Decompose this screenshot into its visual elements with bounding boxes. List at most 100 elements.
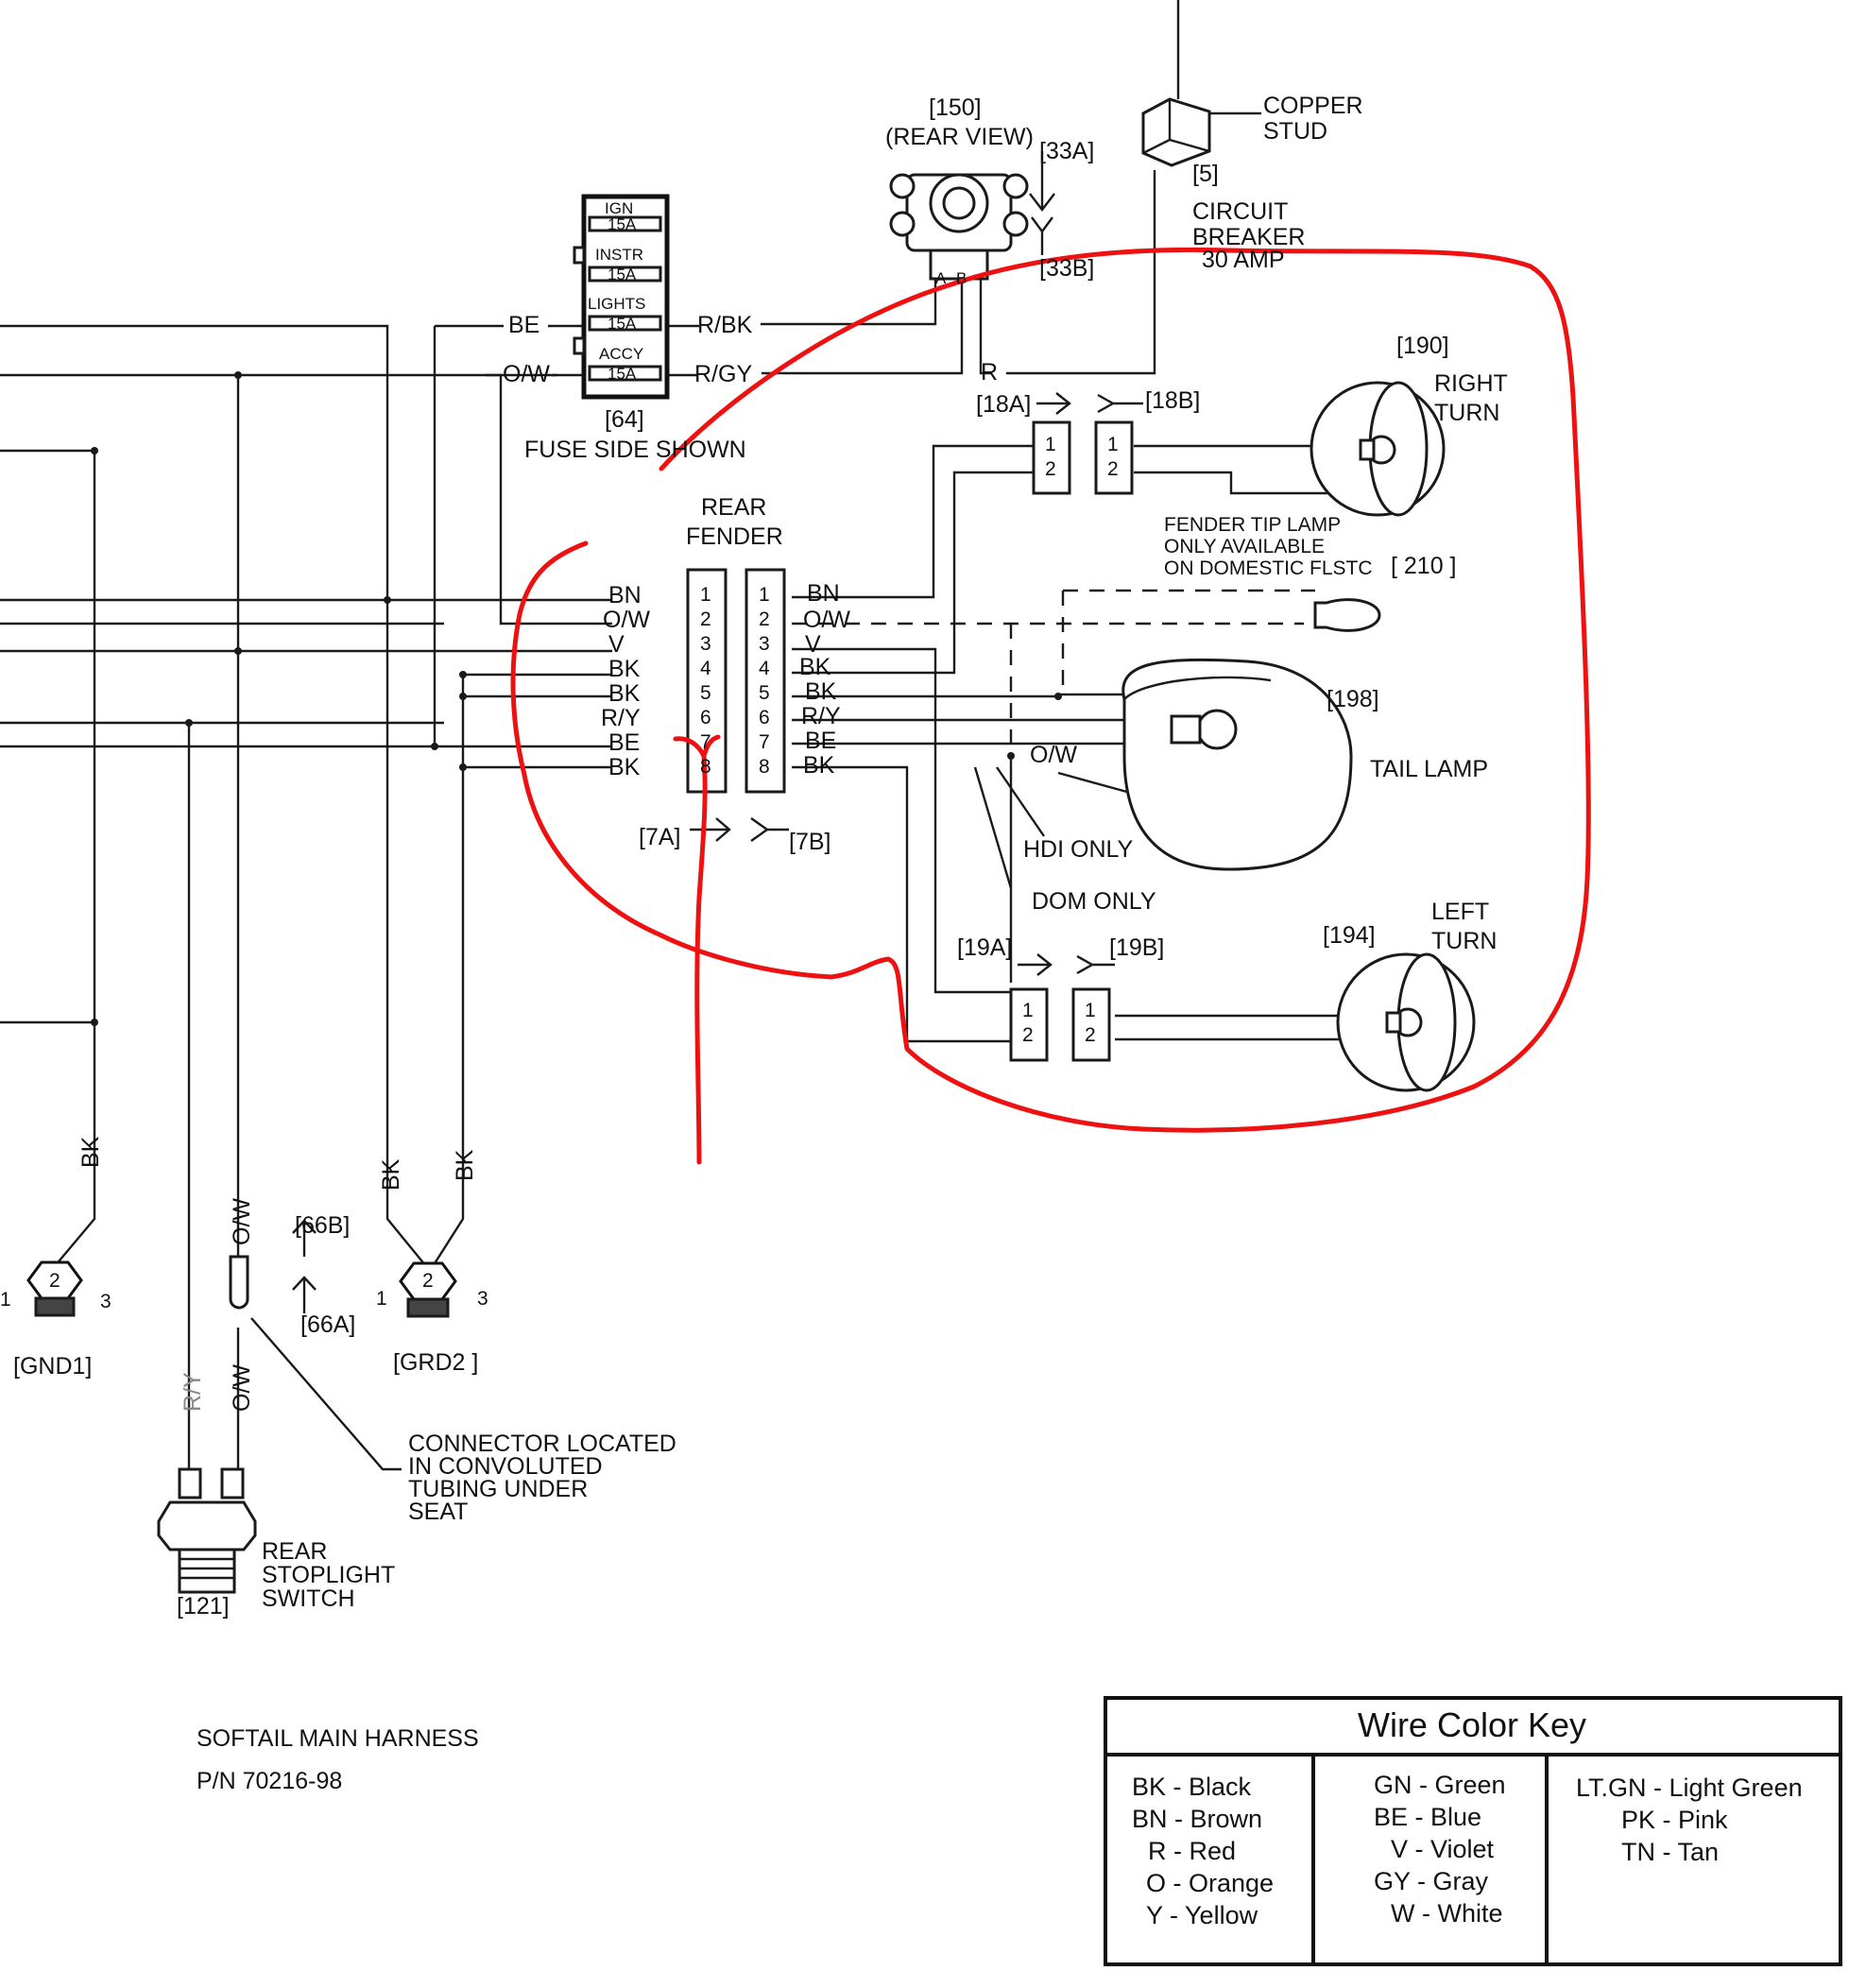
- fuse-labels: IGN 15A INSTR 15A LIGHTS 15A ACCY 15A [6…: [524, 199, 746, 463]
- ow-wire-lower: O/W: [229, 1364, 255, 1412]
- stoplight-switch-121: [157, 1467, 257, 1594]
- fuse-instr-name: INSTR: [595, 246, 643, 264]
- conn-7b: [7B]: [789, 829, 830, 855]
- c7-left-wire-4: BK: [608, 656, 641, 682]
- ground-gnd1: [26, 1260, 83, 1317]
- c7-left-wire-8: BK: [608, 754, 641, 780]
- key-col2-2: V - Violet: [1391, 1835, 1495, 1863]
- wire-key-title: Wire Color Key: [1358, 1705, 1586, 1744]
- tail-lamp-hdi: HDI ONLY: [1023, 836, 1134, 863]
- c7-left-pin-5: 5: [700, 682, 711, 704]
- conn-18a-pin2: 2: [1045, 458, 1056, 480]
- wire-be-label: BE: [508, 312, 539, 338]
- conn-66a: [66A]: [300, 1311, 355, 1338]
- conn-18a: [18A]: [976, 391, 1031, 418]
- c7-left-wire-3: V: [608, 631, 625, 658]
- fuse-wire-labels: BE O/W R/BK R/GY R: [503, 312, 998, 387]
- gnd1-wire-bk: BK: [77, 1136, 104, 1168]
- fender-tip-line2: ONLY AVAILABLE: [1164, 536, 1325, 557]
- key-col2-3: GY - Gray: [1374, 1867, 1489, 1895]
- right-turn-line2: TURN: [1434, 400, 1499, 426]
- fender-tip-lamp: [1313, 598, 1381, 632]
- copper-stud: [1141, 97, 1261, 167]
- key-col1-3: O - Orange: [1146, 1869, 1274, 1897]
- c7-right-wire-8: BK: [803, 752, 835, 779]
- tail-lamp-ow: O/W: [1030, 742, 1077, 768]
- c7-left-wire-5: BK: [608, 680, 641, 707]
- wire-rgy-label: R/GY: [694, 361, 752, 387]
- fuse-accy-rating: 15A: [608, 365, 637, 383]
- key-col3-0: LT.GN - Light Green: [1576, 1774, 1803, 1802]
- conn-19b-pin1: 1: [1085, 1000, 1096, 1021]
- grd2-id: [GRD2 ]: [393, 1349, 478, 1376]
- fuse-lights-rating: 15A: [608, 315, 637, 333]
- switch-term-b: B: [956, 269, 967, 287]
- c7-right-wire-7: BE: [805, 728, 836, 754]
- key-col2-0: GN - Green: [1374, 1771, 1506, 1799]
- stoplight-line3: SWITCH: [262, 1585, 355, 1612]
- c7-left-pin-6: 6: [700, 707, 711, 728]
- c7-left-pin-8: 8: [700, 756, 711, 778]
- tail-lamp: [1121, 658, 1353, 871]
- gnd1-id: [GND1]: [13, 1353, 92, 1380]
- left-turn-labels: [194] LEFT TURN [19A] [19B] 1 2 1 2: [957, 899, 1497, 1046]
- conn-19a: [19A]: [957, 934, 1012, 961]
- wire-rbk-label: R/BK: [697, 312, 753, 338]
- conn-18b: [18B]: [1145, 387, 1200, 414]
- grd2-p2: 2: [422, 1270, 434, 1292]
- c7-right-wire-2: O/W: [803, 607, 850, 633]
- connector-19: [1009, 987, 1111, 1062]
- fuse-ign-name: IGN: [605, 199, 633, 217]
- switch-150-note: (REAR VIEW): [885, 124, 1034, 150]
- wire-r-label: R: [981, 359, 998, 386]
- tail-lamp-id: [198]: [1327, 686, 1379, 712]
- note-line4: SEAT: [408, 1499, 468, 1525]
- conn-18b-pin2: 2: [1107, 458, 1119, 480]
- fuse-block-caption: FUSE SIDE SHOWN: [524, 437, 746, 463]
- ry-wire: R/Y: [180, 1372, 206, 1412]
- stoplight-labels: REAR STOPLIGHT SWITCH [121]: [177, 1538, 395, 1620]
- fuse-block-id: [64]: [605, 406, 644, 433]
- conn-19b-pin2: 2: [1085, 1024, 1096, 1046]
- grd2-p3: 3: [477, 1288, 488, 1310]
- c7-left-pin-4: 4: [700, 658, 711, 679]
- stoplight-line2: STOPLIGHT: [262, 1562, 395, 1588]
- c7-right-wire-4: BK: [799, 654, 831, 680]
- tail-lamp-labels: [198] TAIL LAMP O/W HDI ONLY DOM ONLY: [1023, 686, 1488, 915]
- c7-right-pin-5: 5: [759, 682, 770, 704]
- stoplight-line1: REAR: [262, 1538, 327, 1565]
- right-turn-id: [190]: [1396, 333, 1449, 359]
- key-col3-1: PK - Pink: [1621, 1806, 1728, 1834]
- harness-label: SOFTAIL MAIN HARNESS P/N 70216-98: [197, 1725, 479, 1794]
- c7-right-wire-1: BN: [807, 580, 840, 607]
- left-turn-line1: LEFT: [1431, 899, 1489, 925]
- ground-labels: 1 2 3 [GND1] 1 2 3 [GRD2 ]: [0, 1270, 488, 1380]
- copper-breaker-labels: COPPER STUD [5] CIRCUIT BREAKER 30 AMP: [1192, 93, 1363, 273]
- grd2-wire-bk-b: BK: [452, 1149, 478, 1181]
- note-line3: TUBING UNDER: [408, 1476, 588, 1502]
- fender-tip-line3: ON DOMESTIC FLSTC: [1164, 557, 1373, 579]
- fuse-ign-rating: 15A: [608, 215, 637, 233]
- key-col1-1: BN - Brown: [1132, 1805, 1262, 1833]
- junction-dots: [91, 371, 1062, 1026]
- c7-left-wire-6: R/Y: [601, 705, 641, 731]
- key-col1-4: Y - Yellow: [1146, 1901, 1258, 1929]
- harness-line2: P/N 70216-98: [197, 1768, 342, 1794]
- c7-left-pin-3: 3: [700, 633, 711, 655]
- left-turn-id: [194]: [1323, 922, 1376, 949]
- rear-fender-labels: REAR FENDER [7A] [7B]: [639, 494, 830, 855]
- c7-right-pin-7: 7: [759, 731, 770, 753]
- conn-18a-pin1: 1: [1045, 434, 1056, 455]
- c7-left-wire-7: BE: [608, 729, 640, 756]
- copper-stud-line1: COPPER: [1263, 93, 1363, 119]
- connector-note: CONNECTOR LOCATED IN CONVOLUTED TUBING U…: [408, 1431, 676, 1525]
- fender-tip-id: [ 210 ]: [1391, 553, 1457, 579]
- connector-66-labels: [66B] [66A]: [295, 1212, 355, 1338]
- fuse-accy-name: ACCY: [599, 345, 643, 363]
- right-turn-lamp: [1310, 381, 1446, 517]
- key-col2-4: W - White: [1391, 1899, 1503, 1928]
- c7-right-wire-3: V: [805, 631, 821, 658]
- c7-right-pin-3: 3: [759, 633, 770, 655]
- c7-left-pin-7: 7: [700, 731, 711, 753]
